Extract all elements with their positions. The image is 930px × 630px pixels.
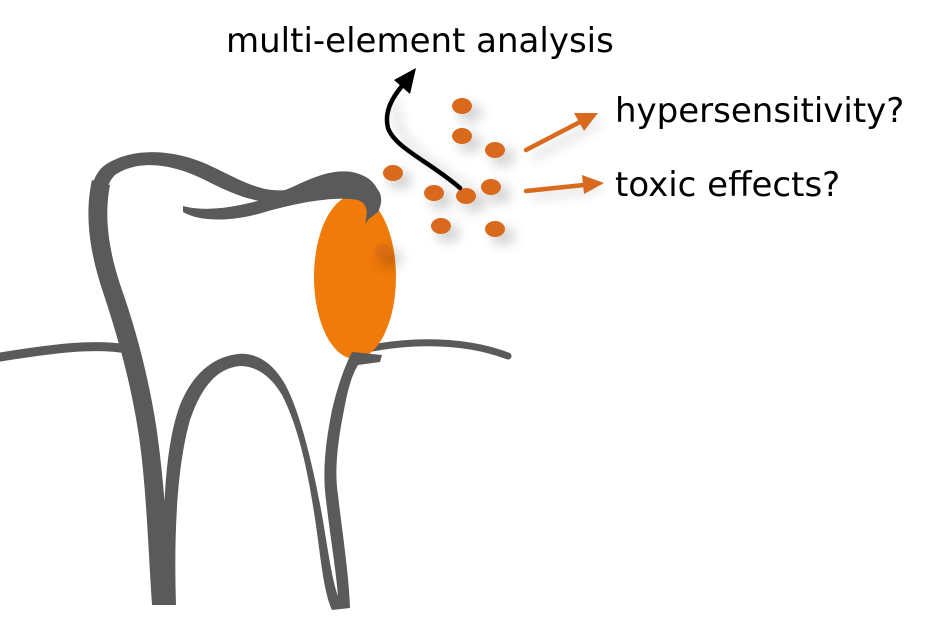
- released-particle-icon: [456, 188, 476, 204]
- released-particle-icon: [452, 128, 472, 144]
- released-particle-icon: [383, 165, 403, 181]
- dental-filling-icon: [314, 195, 396, 359]
- released-particle-icon: [481, 179, 501, 195]
- released-particle-icon: [431, 218, 451, 234]
- toxic-effects-label: toxic effects?: [615, 165, 840, 205]
- tooth-icon: [88, 152, 382, 610]
- released-particle-icon: [375, 244, 391, 258]
- hypersensitivity-label: hypersensitivity?: [615, 91, 904, 131]
- gum-line-left: [0, 342, 137, 362]
- released-particles: [375, 98, 505, 258]
- released-particle-icon: [452, 98, 472, 114]
- analysis-arrow: [384, 68, 463, 191]
- released-particle-icon: [424, 185, 444, 201]
- released-particle-icon: [485, 142, 505, 158]
- hypersensitivity-arrow: [523, 113, 598, 153]
- toxic-effects-arrow: [523, 175, 604, 194]
- analysis-label: multi-element analysis: [226, 21, 614, 61]
- released-particle-icon: [485, 221, 505, 237]
- particle-shadows: [378, 99, 602, 267]
